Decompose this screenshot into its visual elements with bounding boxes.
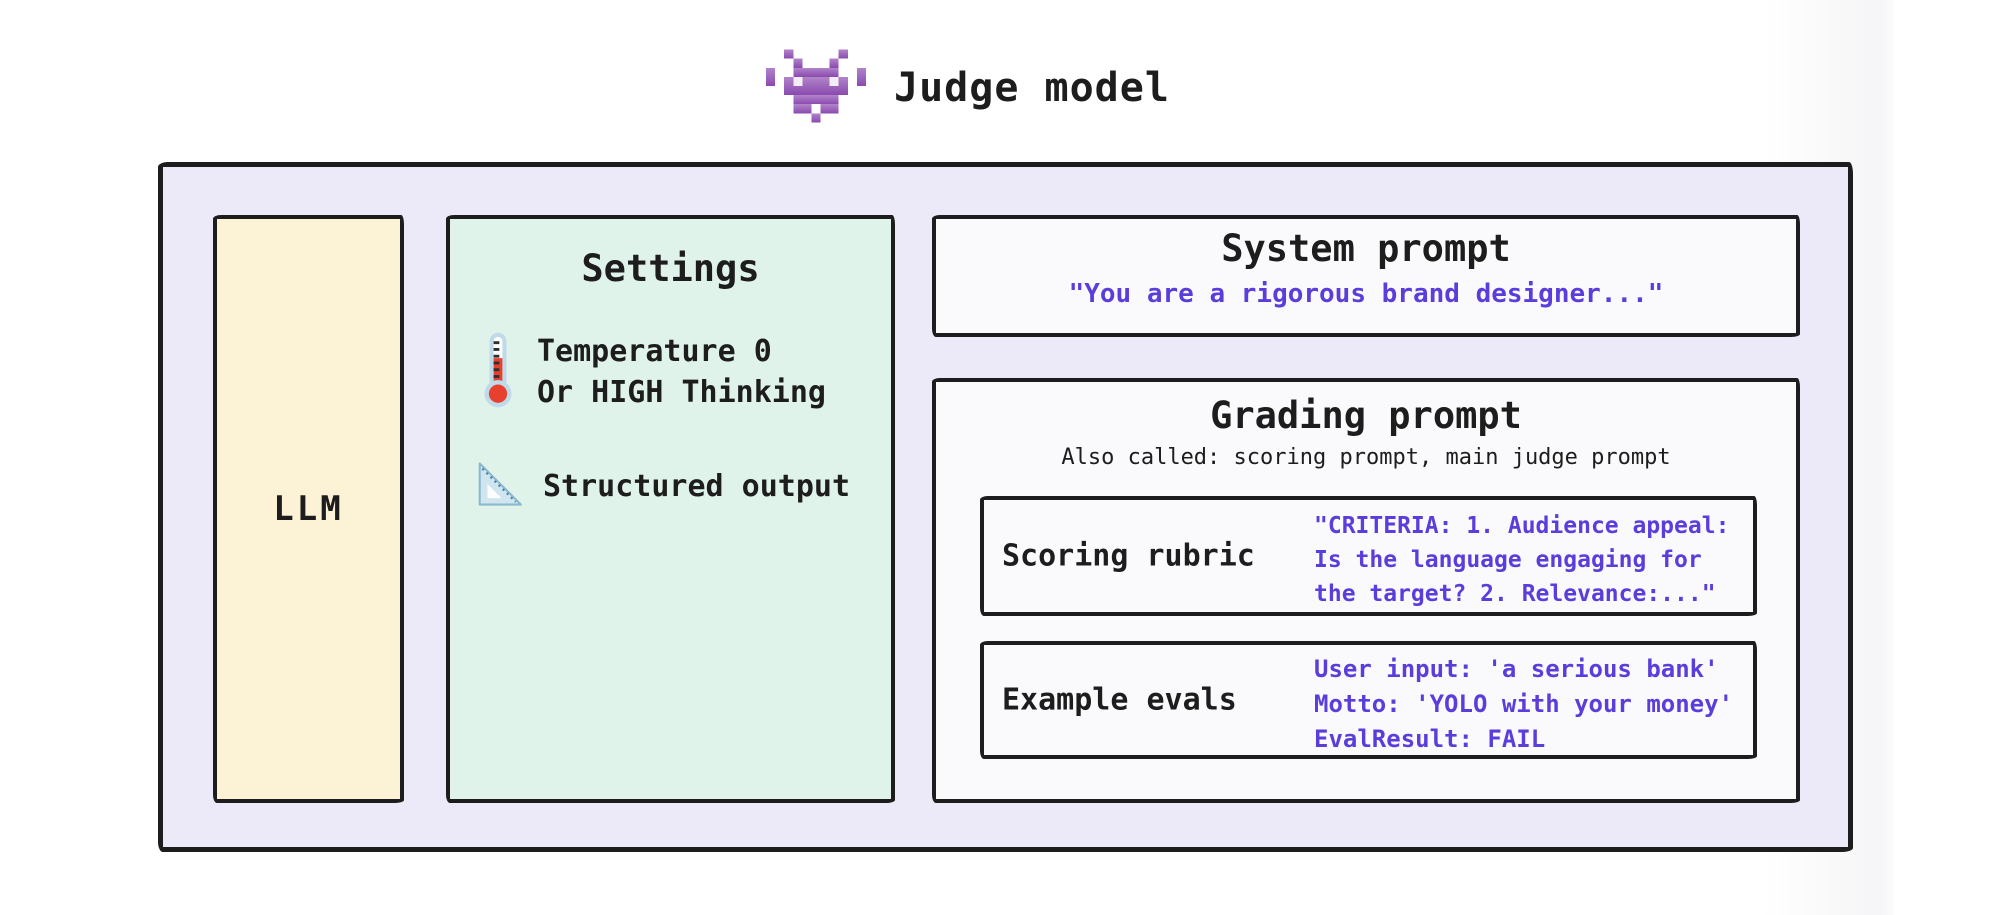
scoring-rubric-label: Scoring rubric [1002, 538, 1255, 574]
structured-output-setting: Structured output [472, 457, 850, 515]
llm-label: LLM [273, 489, 344, 529]
page-title: Judge model [894, 65, 1170, 111]
rubric-line: Is the language engaging for [1314, 547, 1702, 573]
judge-model-container: LLM Settings [158, 162, 1853, 852]
system-prompt-quote: "You are a rigorous brand designer..." [1068, 279, 1664, 309]
triangle-ruler-icon [472, 457, 526, 515]
setting-line: Temperature 0 [537, 334, 772, 369]
temperature-setting: Temperature 0 Or HIGH Thinking [476, 331, 826, 413]
rubric-line: "CRITERIA: 1. Audience appeal: [1314, 513, 1730, 539]
grading-prompt-subtitle: Also called: scoring prompt, main judge … [1061, 445, 1671, 470]
temperature-setting-text: Temperature 0 Or HIGH Thinking [537, 331, 826, 413]
settings-title: Settings [581, 247, 760, 290]
settings-panel: Settings [446, 215, 895, 803]
eval-line: User input: 'a serious bank' [1314, 655, 1719, 683]
setting-line: Or HIGH Thinking [537, 375, 826, 410]
example-evals-text: User input: 'a serious bank' Motto: 'YOL… [1314, 652, 1733, 757]
thermometer-icon [476, 331, 520, 413]
llm-box: LLM [213, 215, 404, 803]
grading-prompt-box: Grading prompt Also called: scoring prom… [932, 378, 1800, 803]
eval-line: EvalResult: FAIL [1314, 725, 1546, 753]
system-prompt-box: System prompt "You are a rigorous brand … [932, 215, 1800, 337]
structured-output-text: Structured output [543, 466, 850, 507]
example-evals-box: Example evals User input: 'a serious ban… [980, 641, 1757, 759]
system-prompt-title: System prompt [1221, 227, 1511, 270]
space-invader-icon [766, 46, 866, 130]
eval-line: Motto: 'YOLO with your money' [1314, 690, 1734, 718]
rubric-line: the target? 2. Relevance:..." [1314, 581, 1716, 607]
scoring-rubric-box: Scoring rubric "CRITERIA: 1. Audience ap… [980, 496, 1757, 616]
setting-line: Structured output [543, 468, 851, 504]
diagram-header: Judge model [766, 38, 1170, 138]
scoring-rubric-text: "CRITERIA: 1. Audience appeal: Is the la… [1314, 509, 1729, 611]
example-evals-label: Example evals [1002, 682, 1237, 718]
grading-prompt-title: Grading prompt [1210, 394, 1522, 437]
